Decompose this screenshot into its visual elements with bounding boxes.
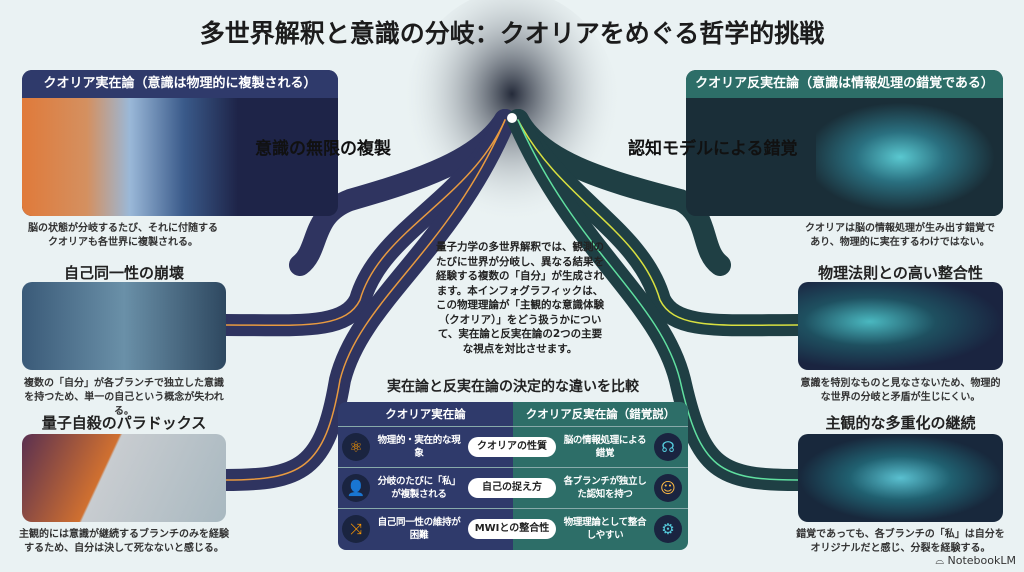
realism-header: クオリア実在論（意識は物理的に複製される） — [22, 70, 338, 98]
table-row: ⤨ 自己同一性の維持が困難 MWIとの整合性 物理理論として整合しやすい ⚙ — [338, 508, 688, 550]
realism-caption-1: 複数の「自分」が各ブランチで独立した意識を持つため、単一の自己という概念が失われ… — [24, 378, 224, 417]
table-row: 👤 分岐のたびに「私」が複製される 自己の捉え方 各ブランチが独立した認知を持つ… — [338, 467, 688, 508]
realism-main-heading: 意識の無限の複製 — [255, 139, 391, 159]
notebooklm-icon: ⌓ — [935, 554, 948, 567]
realism-heading-1: 自己同一性の崩壊 — [63, 264, 184, 282]
comparison-title: 実在論と反実在論の決定的な違いを比較 — [387, 379, 639, 395]
antirealism-header: クオリア反実在論（意識は情報処理の錯覚である） — [686, 70, 1003, 98]
glowing-brain-illustration — [816, 98, 1003, 216]
brain-icon: ☊ — [654, 433, 682, 461]
gear-icon: ⚙ — [654, 515, 682, 543]
realism-main-card: クオリア実在論（意識は物理的に複製される） — [22, 70, 338, 216]
antirealism-main-card: クオリア反実在論（意識は情報処理の錯覚である） — [686, 70, 1003, 216]
realism-cell: 分岐のたびに「私」が複製される — [377, 476, 461, 500]
col-header-antirealism: クオリア反実在論（錯覚説） — [513, 402, 688, 426]
brain-illustration — [798, 282, 1003, 370]
realism-heading-2: 量子自殺のパラドックス — [41, 414, 207, 432]
quantum-suicide-illustration — [22, 434, 226, 522]
atom-icon: ⚛ — [342, 433, 370, 461]
antirealism-cell: 物理理論として整合しやすい — [563, 517, 647, 541]
person-duplicate-icon: 👤 — [342, 474, 370, 502]
aspect-label: MWIとの整合性 — [468, 519, 556, 539]
branching-people-illustration — [22, 98, 238, 216]
realism-cell: 物理的・実在的な現象 — [377, 435, 461, 459]
antirealism-caption-2: 錯覚であっても、各ブランチの「私」は自分をオリジナルだと感じ、分裂を経験する。 — [796, 529, 1005, 554]
antirealism-cell: 脳の情報処理による錯覚 — [563, 435, 647, 459]
branch-split-icon: ⤨ — [342, 515, 370, 543]
intro-text: 量子力学の多世界解釈では、観測のたびに世界が分岐し、異なる結果を経験する複数の「… — [436, 241, 604, 355]
comparison-table: クオリア実在論 クオリア反実在論（錯覚説） ⚛ 物理的・実在的な現象 クオリアの… — [338, 402, 688, 550]
antirealism-heading-1: 物理法則との高い整合性 — [818, 264, 983, 282]
table-row: ⚛ 物理的・実在的な現象 クオリアの性質 脳の情報処理による錯覚 ☊ — [338, 426, 688, 467]
branch-origin-light — [507, 113, 517, 123]
multiple-heads-brain-illustration — [798, 434, 1003, 522]
antirealism-main-heading: 認知モデルによる錯覚 — [628, 139, 798, 159]
broken-mirror-illustration — [22, 282, 226, 370]
page-title: 多世界解釈と意識の分岐：クオリアをめぐる哲学的挑戦 — [199, 19, 825, 48]
aspect-label: クオリアの性質 — [468, 437, 556, 457]
notebooklm-label: NotebookLM — [947, 554, 1016, 567]
realism-caption-2: 主観的には意識が継続するブランチのみを経験するため、自分は決して死なないと感じる… — [19, 529, 229, 554]
col-header-realism: クオリア実在論 — [338, 402, 513, 426]
head-brain-icon: ☺ — [654, 474, 682, 502]
antirealism-cell: 各ブランチが独立した認知を持つ — [563, 476, 647, 500]
realism-cell: 自己同一性の維持が困難 — [377, 517, 461, 541]
aspect-label: 自己の捉え方 — [468, 478, 556, 498]
notebooklm-logo: ⌓ NotebookLM — [935, 554, 1016, 568]
realism-main-caption: 脳の状態が分岐するたび、それに付随するクオリアも各世界に複製される。 — [28, 223, 218, 248]
antirealism-heading-2: 主観的な多重化の継続 — [825, 414, 976, 432]
antirealism-caption-1: 意識を特別なものと見なさないため、物理的な世界の分岐と矛盾が生じにくい。 — [800, 378, 1001, 403]
antirealism-main-caption: クオリアは脳の情報処理が生み出す錯覚であり、物理的に実在するわけではない。 — [805, 223, 995, 248]
